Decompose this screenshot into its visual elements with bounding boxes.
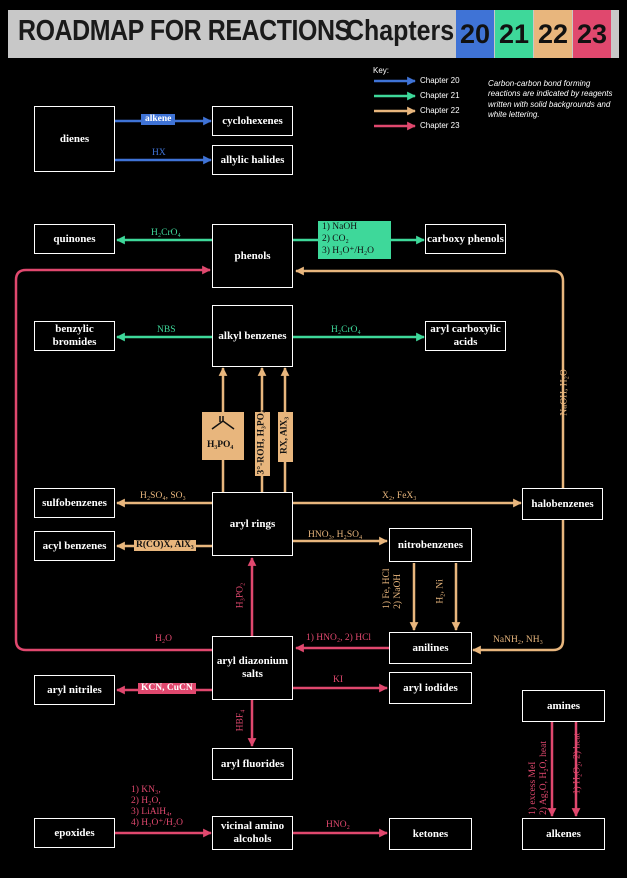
chapters-label: Chapters [346, 15, 455, 47]
reagent-h2-ni: H₂, Ni [435, 579, 446, 604]
propene-icon [211, 416, 235, 430]
reagent-acylation: R(CO)X, AlX₃ [134, 540, 196, 552]
reagent-epoxide-4: 4) H₃O⁺/H₂O [131, 818, 184, 828]
reagent-sulfonation: H₂SO₄, SO₃ [140, 491, 186, 501]
node-aryl-rings: aryl rings [212, 492, 293, 556]
key-note: Carbon-carbon bond forming reactions are… [488, 79, 613, 120]
reagent-naoh-h2o: NaOH, H₂O [559, 369, 570, 416]
reagent-diazotization: 1) HNO₂, 2) HCl [306, 633, 372, 643]
node-aryl-diazonium-salts: aryl diazonium salts [212, 636, 293, 700]
node-benzylic-bromides: benzylic bromides [34, 321, 115, 351]
reagent-hbf4: HBF₄ [235, 709, 246, 732]
reagent-rx-box [278, 412, 293, 462]
reagent-roh-box [255, 412, 270, 476]
node-alkyl-benzenes: alkyl benzenes [212, 305, 293, 367]
reagent-ki: KI [333, 675, 344, 685]
reagent-kcn: KCN, CuCN [138, 683, 196, 695]
chapter-22-badge: 22 [534, 10, 572, 58]
node-phenols: phenols [212, 224, 293, 288]
reagent-epoxide-1: 1) KN₃, [131, 785, 161, 795]
node-cyclohexenes: cyclohexenes [212, 106, 293, 136]
page-title: ROADMAP FOR REACTIONS [18, 15, 351, 47]
node-epoxides: epoxides [34, 818, 115, 848]
node-nitrobenzenes: nitrobenzenes [389, 528, 472, 562]
node-quinones: quinones [34, 224, 115, 254]
reagent-h2cro4-acids: H₂CrO₄ [331, 325, 361, 335]
reagent-epoxide-3: 3) LiAlH₄, [131, 807, 172, 817]
reagent-hofmann-2: 2) Ag₂O, H₂O, heat [539, 741, 549, 815]
reagent-h2cro4-quinones: H₂CrO₄ [151, 228, 181, 238]
node-aryl-nitriles: aryl nitriles [34, 675, 115, 705]
node-alkenes: alkenes [522, 818, 605, 850]
node-sulfobenzenes: sulfobenzenes [34, 488, 115, 518]
reagent-nbs: NBS [157, 325, 176, 335]
reagent-alkene: alkene [141, 114, 176, 126]
node-dienes: dienes [34, 106, 115, 172]
key-item-20: Chapter 20 [420, 76, 460, 85]
key-item-23: Chapter 23 [420, 121, 460, 130]
reagent-rx: RX, AlX₃ [279, 416, 290, 455]
reagent-fe-hcl-1: 1) Fe, HCl [382, 568, 393, 609]
arrow-halobenzenes-phenols [295, 266, 565, 488]
reagent-cope: 1) H₂O₂, 2) heat [572, 732, 583, 795]
chapter-23-badge: 23 [573, 10, 611, 58]
node-ketones: ketones [389, 818, 472, 850]
reagent-h3po4: H₃PO₄ [207, 440, 234, 450]
reagent-naoh-co2-1: 1) NaOH [322, 222, 358, 232]
key-item-21: Chapter 21 [420, 91, 460, 100]
reagent-naoh-co2-2: 2) CO₂ [322, 234, 349, 244]
node-aryl-iodides: aryl iodides [389, 672, 472, 704]
chapter-20-badge: 20 [456, 10, 494, 58]
reagent-hofmann: 1) excess MeI 2) Ag₂O, H₂O, heat [528, 719, 550, 815]
node-halobenzenes: halobenzenes [522, 488, 603, 520]
key-heading: Key: [373, 66, 390, 75]
node-aryl-fluorides: aryl fluorides [212, 748, 293, 780]
reagent-roh: 3°-ROH, H₃PO₄ [256, 410, 267, 475]
reagent-nitration: HNO₃, H₂SO₄ [308, 530, 363, 540]
reagent-halogenation: X₂, FeX₃ [382, 491, 417, 501]
reagent-hofmann-1: 1) excess MeI [528, 761, 539, 815]
node-anilines: anilines [389, 632, 472, 664]
node-amines: amines [522, 690, 605, 722]
arrow-diazonium-phenols [14, 265, 212, 652]
reagent-fe-hcl: 1) Fe, HCl 2) NaOH [382, 559, 404, 609]
key-item-22: Chapter 22 [420, 106, 460, 115]
node-carboxy-phenols: carboxy phenols [425, 224, 506, 254]
node-allylic-halides: allylic halides [212, 145, 293, 175]
reagent-naoh-co2-3: 3) H₃O⁺/H₂O [322, 246, 375, 256]
reagent-naoh-co2-box [318, 221, 391, 259]
reagent-h3po2: H₃PO₂ [235, 582, 246, 609]
reagent-hx: HX [152, 148, 166, 158]
reagent-epoxide-2: 2) H₂O, [131, 796, 161, 806]
reagent-nanh2: NaNH₂, NH₃ [493, 635, 543, 645]
node-aryl-carboxylic-acids: aryl carboxylic acids [425, 321, 506, 351]
chapter-21-badge: 21 [495, 10, 533, 58]
node-acyl-benzenes: acyl benzenes [34, 531, 115, 561]
node-vicinal-amino-alcohols: vicinal amino alcohols [212, 816, 293, 850]
arrow-halobenzenes-anilines [472, 520, 565, 655]
reagent-h2o: H₂O [155, 634, 173, 644]
reagent-fe-hcl-2: 2) NaOH [393, 573, 403, 609]
reagent-hno2: HNO₂ [326, 820, 350, 830]
